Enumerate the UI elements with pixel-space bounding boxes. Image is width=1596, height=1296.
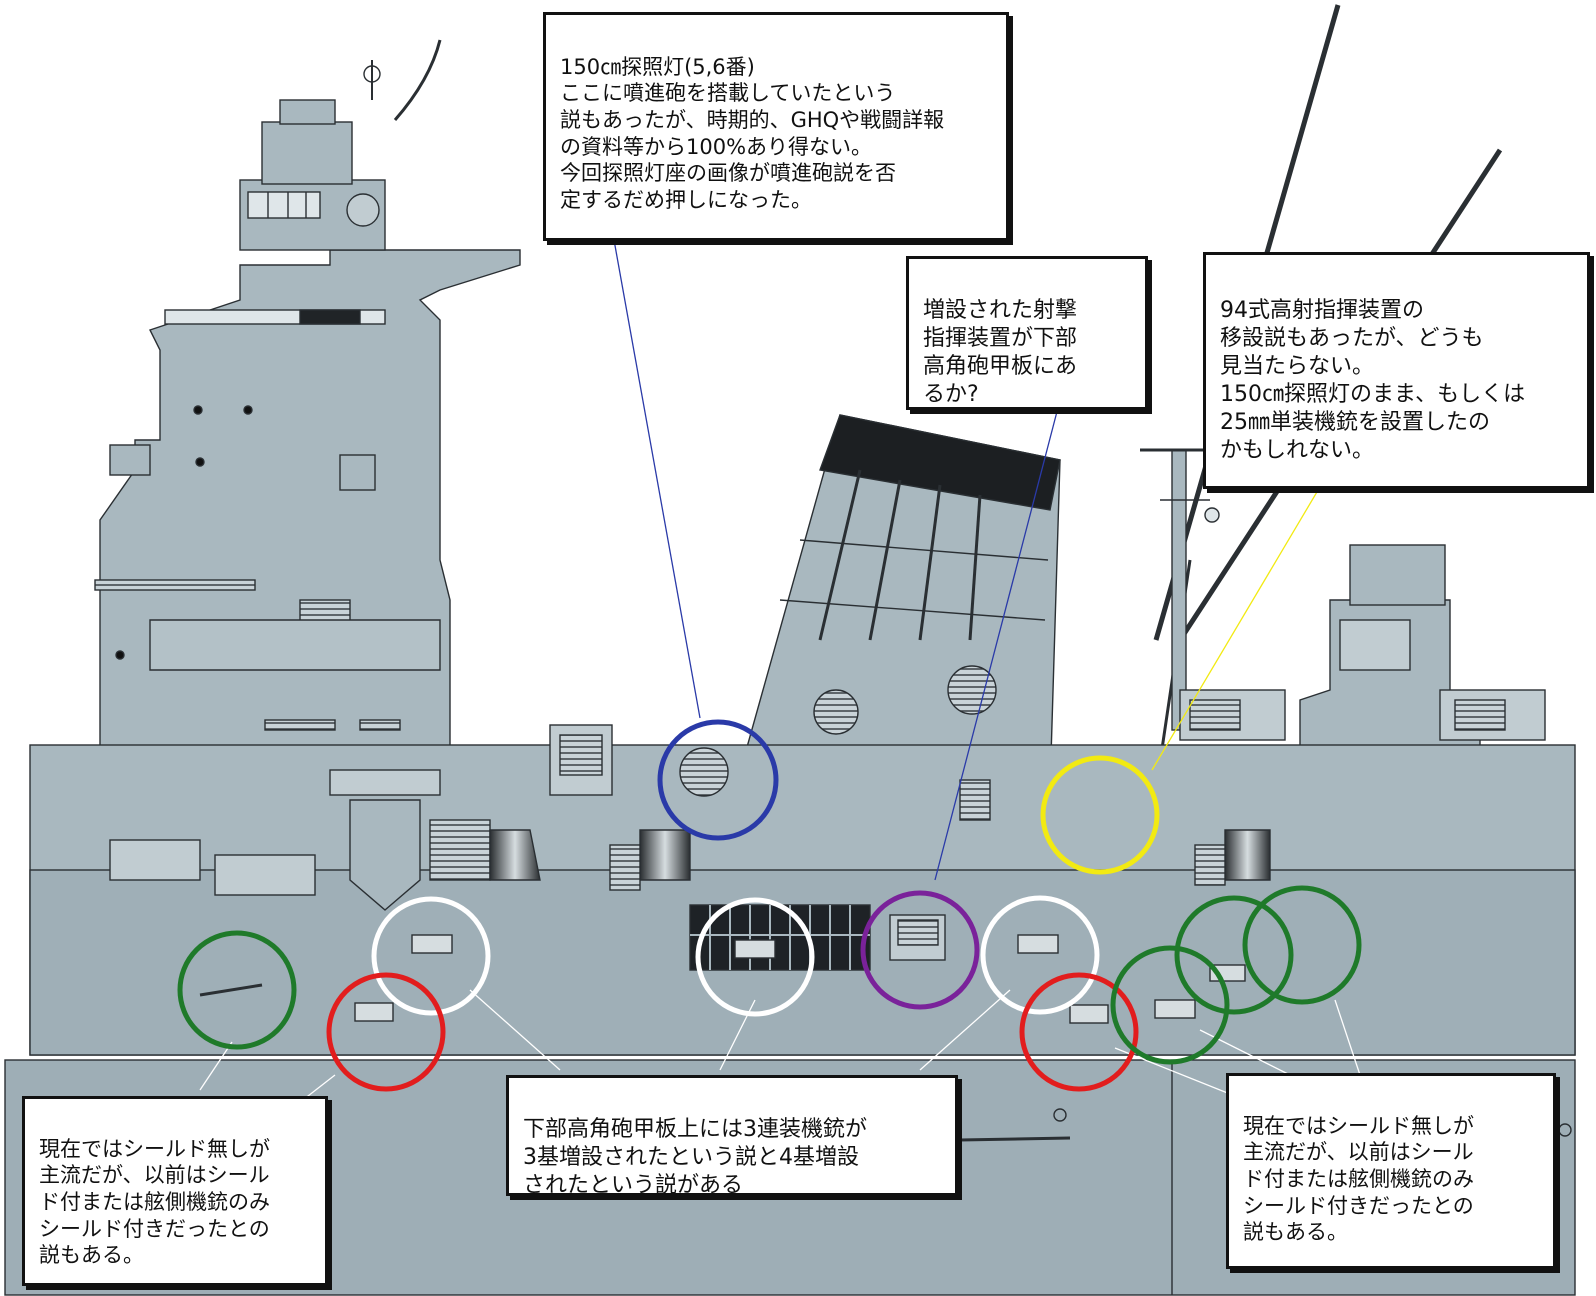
circle-mg-green-3 [1174, 895, 1294, 1015]
circle-mg-white-2 [695, 897, 815, 1017]
circle-mg-green-2 [1110, 945, 1230, 1065]
searchlight-5 [679, 747, 729, 797]
circle-type94 [1040, 755, 1160, 875]
circle-director [860, 890, 980, 1010]
annotation-triple-mg: 下部高角砲甲板上には3連装機銃が 3基増設されたという説と4基増設 されたという… [506, 1075, 958, 1198]
circle-mg-green-4 [1242, 885, 1362, 1005]
annotation-triple-mg-text: 下部高角砲甲板上には3連装機銃が 3基増設されたという説と4基増設 されたという… [523, 1116, 867, 1198]
annotation-shield-left-text: 現在ではシールド無しが 主流だが、以前はシール ド付または舷側機銃のみ シールド… [39, 1136, 270, 1268]
circle-mg-red-1 [326, 972, 446, 1092]
annotation-director: 増設された射撃 指揮装置が下部 高角砲甲板にあ るか? [906, 256, 1148, 410]
annotation-type94-text: 94式高射指揮装置の 移設説もあったが、どうも 見当たらない。 150㎝探照灯の… [1220, 297, 1526, 463]
annotation-type94: 94式高射指揮装置の 移設説もあったが、どうも 見当たらない。 150㎝探照灯の… [1203, 252, 1590, 489]
circle-mg-red-2 [1019, 972, 1139, 1092]
vent-grille [689, 904, 871, 971]
annotation-director-text: 増設された射撃 指揮装置が下部 高角砲甲板にあ るか? [923, 297, 1078, 407]
circle-mg-green-1 [177, 930, 297, 1050]
annotation-searchlight-text: 150㎝探照灯(5,6番) ここに噴進砲を搭載していたという 説もあったが、時期… [560, 54, 945, 212]
annotation-shield-right: 現在ではシールド無しが 主流だが、以前はシール ド付または舷側機銃のみ シールド… [1226, 1073, 1556, 1269]
circle-searchlight [657, 719, 779, 841]
annotation-shield-left: 現在ではシールド無しが 主流だが、以前はシール ド付または舷側機銃のみ シールド… [22, 1096, 328, 1286]
searchlight-upper-2 [947, 665, 997, 715]
circle-mg-white-1 [371, 896, 491, 1016]
searchlight-upper-1 [813, 689, 859, 735]
annotation-shield-right-text: 現在ではシールド無しが 主流だが、以前はシール ド付または舷側機銃のみ シールド… [1243, 1113, 1474, 1245]
annotation-searchlight: 150㎝探照灯(5,6番) ここに噴進砲を搭載していたという 説もあったが、時期… [543, 12, 1009, 241]
circle-mg-white-3 [980, 895, 1100, 1015]
